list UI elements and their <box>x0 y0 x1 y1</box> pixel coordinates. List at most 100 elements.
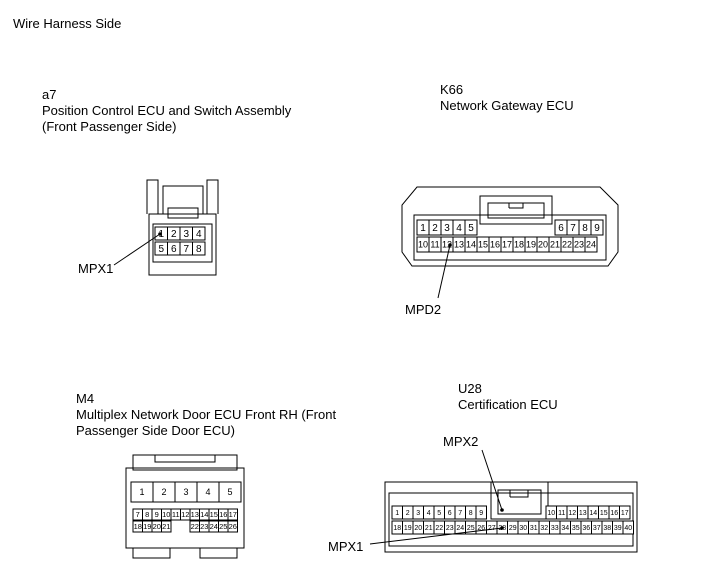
m4-pin-25: 25 <box>219 522 227 531</box>
m4-cell-5 <box>218 481 242 503</box>
a7-pin-4: 4 <box>196 229 202 240</box>
k66-cell-9 <box>590 219 604 236</box>
k66-pin-21: 21 <box>550 240 560 250</box>
u28-pin-33: 33 <box>551 525 559 532</box>
u28-mpx1-leader <box>369 527 503 545</box>
m4-pin-7: 7 <box>136 510 140 519</box>
m4-pin-16: 16 <box>219 510 227 519</box>
m4-pin-1: 1 <box>139 487 144 497</box>
u28-pin-37: 37 <box>593 525 601 532</box>
k66-name-line-1: Network Gateway ECU <box>440 98 574 113</box>
u28-mpx1-dot <box>500 526 504 530</box>
m4-pin-4: 4 <box>205 487 210 497</box>
u28-pin-22: 22 <box>435 525 443 532</box>
u28-pin-25: 25 <box>467 525 475 532</box>
m4-pin-21: 21 <box>162 522 170 531</box>
page-title: Wire Harness Side <box>13 16 121 31</box>
m4-pin-18: 18 <box>134 522 142 531</box>
m4-pin-13: 13 <box>191 510 199 519</box>
a7-pin-5: 5 <box>158 244 164 255</box>
k66-callout-mpd2: MPD2 <box>405 302 441 317</box>
u28-pin-5: 5 <box>437 510 441 517</box>
m4-pin-2: 2 <box>161 487 166 497</box>
k66-pin-2: 2 <box>432 223 438 234</box>
k66-pin-22: 22 <box>562 240 572 250</box>
a7-mpx1-leader <box>113 233 161 266</box>
k66-pin-20: 20 <box>538 240 548 250</box>
a7-pin-3: 3 <box>183 229 189 240</box>
k66-pin-13: 13 <box>454 240 464 250</box>
k66-pin-16: 16 <box>490 240 500 250</box>
connector-a7: a7 Position Control ECU and Switch Assem… <box>42 87 292 276</box>
u28-pin-6: 6 <box>448 510 452 517</box>
u28-pin-29: 29 <box>509 525 517 532</box>
u28-callout-mpx2: MPX2 <box>443 434 478 449</box>
u28-pin-32: 32 <box>540 525 548 532</box>
a7-name-line-1: Position Control ECU and Switch Assembly <box>42 103 292 118</box>
u28-pin-3: 3 <box>416 510 420 517</box>
a7-pin-8: 8 <box>196 244 202 255</box>
m4-pin-14: 14 <box>200 510 208 519</box>
a7-cell-8 <box>192 241 206 256</box>
u28-pin-34: 34 <box>561 525 569 532</box>
u28-pin-30: 30 <box>519 525 527 532</box>
k66-pin-19: 19 <box>526 240 536 250</box>
k66-pin-17: 17 <box>502 240 512 250</box>
a7-callout-mpx1: MPX1 <box>78 261 113 276</box>
m4-pin-17: 17 <box>229 510 237 519</box>
m4-pin-3: 3 <box>183 487 188 497</box>
m4-pin-19: 19 <box>143 522 151 531</box>
k66-code: K66 <box>440 82 463 97</box>
k66-mpd2-dot <box>448 243 452 247</box>
u28-pin-8: 8 <box>469 510 473 517</box>
a7-pin-6: 6 <box>171 244 177 255</box>
k66-pin-1: 1 <box>420 223 426 234</box>
m4-connector-body <box>125 454 245 559</box>
u28-cell-9 <box>475 505 487 520</box>
k66-pin-9: 9 <box>594 223 600 234</box>
u28-pin-19: 19 <box>404 525 412 532</box>
u28-callout-mpx1: MPX1 <box>328 539 363 554</box>
u28-pin-20: 20 <box>414 525 422 532</box>
u28-pin-21: 21 <box>425 525 433 532</box>
k66-pin-8: 8 <box>582 223 588 234</box>
u28-pin-13: 13 <box>579 510 587 517</box>
k66-connector-body <box>401 186 619 267</box>
k66-pin-12: 12 <box>442 240 452 250</box>
u28-pin-23: 23 <box>446 525 454 532</box>
k66-cell-24 <box>584 236 598 253</box>
u28-pin-31: 31 <box>530 525 538 532</box>
u28-pin-2: 2 <box>406 510 410 517</box>
u28-pin-9: 9 <box>479 510 483 517</box>
a7-name-line-2: (Front Passenger Side) <box>42 119 176 134</box>
m4-cell-21 <box>161 520 172 533</box>
m4-code: M4 <box>76 391 94 406</box>
u28-mpx2-dot <box>500 508 504 512</box>
u28-pin-11: 11 <box>558 510 565 517</box>
u28-mpx2-leader <box>481 449 503 511</box>
m4-pin-15: 15 <box>210 510 218 519</box>
u28-pin-17: 17 <box>621 510 629 517</box>
u28-pin-24: 24 <box>456 525 464 532</box>
u28-pin-12: 12 <box>568 510 576 517</box>
m4-name-line-1: Multiplex Network Door ECU Front RH (Fro… <box>76 407 336 422</box>
k66-cell-5 <box>464 219 478 236</box>
m4-pin-8: 8 <box>145 510 149 519</box>
k66-pin-24: 24 <box>586 240 596 250</box>
k66-pin-4: 4 <box>456 223 462 234</box>
u28-pin-1: 1 <box>395 510 399 517</box>
m4-pin-22: 22 <box>191 522 199 531</box>
m4-pin-9: 9 <box>155 510 159 519</box>
k66-pin-7: 7 <box>570 223 576 234</box>
u28-pin-38: 38 <box>603 525 611 532</box>
u28-pin-26: 26 <box>477 525 485 532</box>
u28-pin-40: 40 <box>624 525 632 532</box>
m4-pin-23: 23 <box>200 522 208 531</box>
m4-pin-5: 5 <box>227 487 232 497</box>
k66-pin-15: 15 <box>478 240 488 250</box>
